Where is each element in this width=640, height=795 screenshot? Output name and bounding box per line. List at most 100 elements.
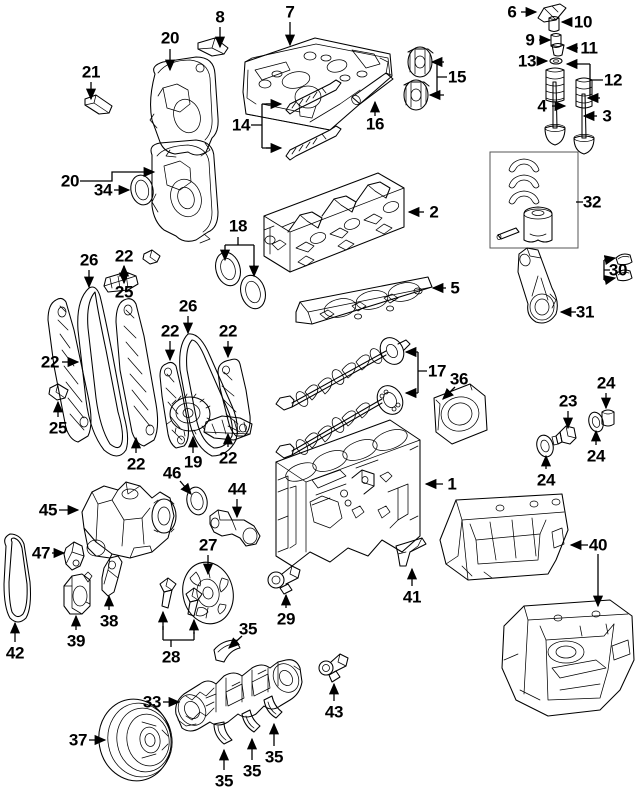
callout-2[interactable]: 2 <box>429 202 439 222</box>
callout-38[interactable]: 38 <box>99 611 119 631</box>
callout-6[interactable]: 6 <box>507 2 517 22</box>
part-serpentine-drive-belt <box>3 533 32 623</box>
leader-lines <box>9 6 617 770</box>
part-crankshaft-pulley <box>98 698 173 782</box>
callout-18[interactable]: 18 <box>228 216 248 236</box>
callout-3[interactable]: 3 <box>602 106 612 126</box>
part-oil-pump-pickup-tube <box>209 509 261 547</box>
callout-10[interactable]: 10 <box>573 12 593 32</box>
callout-46[interactable]: 46 <box>162 463 182 483</box>
part-valve-stem-seal <box>549 57 563 65</box>
callout-11[interactable]: 11 <box>580 38 598 58</box>
callout-13[interactable]: 13 <box>517 51 537 71</box>
callout-29[interactable]: 29 <box>276 609 296 629</box>
callout-47[interactable]: 47 <box>31 543 51 563</box>
part-valve-keeper <box>551 42 565 57</box>
callout-16[interactable]: 16 <box>365 114 385 134</box>
callout-30[interactable]: 30 <box>608 260 628 280</box>
callout-36[interactable]: 36 <box>449 369 469 389</box>
callout-20-lower[interactable]: 20 <box>60 171 80 191</box>
part-rear-main-seal-housing <box>433 383 488 445</box>
callout-23[interactable]: 23 <box>558 391 578 411</box>
callout-24-c[interactable]: 24 <box>596 373 616 393</box>
callout-9[interactable]: 9 <box>525 30 535 50</box>
callout-5[interactable]: 5 <box>450 278 460 298</box>
part-knock-sensor <box>267 565 301 595</box>
callout-19[interactable]: 19 <box>183 452 203 472</box>
part-chain-guide-bolt-top <box>142 249 161 265</box>
callout-40[interactable]: 40 <box>588 535 608 555</box>
callout-41[interactable]: 41 <box>402 587 422 607</box>
part-connecting-rod-bearing-lower <box>615 269 633 282</box>
part-connecting-rod <box>517 247 558 324</box>
callout-26-a[interactable]: 26 <box>79 250 99 270</box>
callout-21[interactable]: 21 <box>81 62 101 82</box>
callout-15[interactable]: 15 <box>447 67 467 87</box>
callout-34[interactable]: 34 <box>93 180 113 200</box>
part-cylinder-head <box>263 172 405 273</box>
callout-4[interactable]: 4 <box>537 96 547 116</box>
part-oil-pan-scraper <box>395 537 427 567</box>
callout-8[interactable]: 8 <box>215 7 225 27</box>
part-chain-guide-small-right <box>217 358 251 437</box>
callout-24-b[interactable]: 24 <box>586 446 606 466</box>
callout-42[interactable]: 42 <box>5 643 25 663</box>
callout-31[interactable]: 31 <box>575 302 595 322</box>
part-camshaft-lower <box>275 385 404 459</box>
callout-45[interactable]: 45 <box>38 500 58 520</box>
callout-35-d[interactable]: 35 <box>264 747 284 767</box>
callout-25-b[interactable]: 25 <box>48 418 68 438</box>
callout-22-b[interactable]: 22 <box>114 246 134 266</box>
part-oil-pressure-switch <box>551 425 577 446</box>
callout-44[interactable]: 44 <box>227 479 247 499</box>
callout-35-b[interactable]: 35 <box>214 771 234 791</box>
callout-37[interactable]: 37 <box>68 730 88 750</box>
part-oil-control-valve-lower <box>403 79 430 111</box>
callout-22-a[interactable]: 22 <box>40 352 60 372</box>
part-camshaft-upper <box>275 337 411 411</box>
callout-35-c[interactable]: 35 <box>242 761 262 781</box>
part-oil-pump-bracket <box>63 541 85 571</box>
callout-28[interactable]: 28 <box>161 647 181 667</box>
callout-1[interactable]: 1 <box>447 474 457 494</box>
part-camshaft-seal-a <box>215 251 241 287</box>
part-crankshaft <box>175 659 303 732</box>
callout-22-d[interactable]: 22 <box>218 321 238 341</box>
callout-20[interactable]: 20 <box>160 28 180 48</box>
part-crank-seal-c <box>601 409 615 427</box>
part-crankshaft-pulley-damper <box>182 561 234 625</box>
callout-22-c[interactable]: 22 <box>160 321 180 341</box>
callout-24-a[interactable]: 24 <box>536 470 556 490</box>
part-exhaust-valve <box>573 93 595 155</box>
callout-27[interactable]: 27 <box>198 535 218 555</box>
callout-25-a[interactable]: 25 <box>114 282 134 302</box>
part-crank-seal-b <box>588 411 604 433</box>
callout-22-e[interactable]: 22 <box>126 454 146 474</box>
callout-7[interactable]: 7 <box>285 2 295 22</box>
callout-32[interactable]: 32 <box>582 192 602 212</box>
part-oil-cooler-pipe <box>101 555 123 597</box>
callout-12[interactable]: 12 <box>603 70 623 90</box>
callout-14[interactable]: 14 <box>231 115 251 135</box>
part-oil-pan-upper <box>439 493 569 581</box>
part-connecting-rod-bearing-upper <box>615 253 633 266</box>
part-timing-cover-upper <box>149 56 219 158</box>
part-spark-plug-tube <box>351 72 394 106</box>
part-pulley-bolt-left <box>159 577 177 609</box>
callout-17[interactable]: 17 <box>427 361 447 381</box>
callout-22-f[interactable]: 22 <box>218 448 238 468</box>
part-cylinder-block <box>275 419 421 567</box>
callout-26-b[interactable]: 26 <box>178 296 198 316</box>
part-camshaft-seal-b <box>240 274 266 310</box>
part-camshaft-position-sensor <box>197 37 229 57</box>
part-main-bearing-a <box>213 639 241 663</box>
part-pulley-bolt-right <box>185 587 203 617</box>
part-piston-and-rings-kit <box>489 151 579 249</box>
callout-39[interactable]: 39 <box>66 631 86 651</box>
callout-43[interactable]: 43 <box>324 702 344 722</box>
part-rocker-arm <box>537 3 567 23</box>
callout-33[interactable]: 33 <box>142 692 162 712</box>
part-cylinder-head-gasket <box>295 276 433 325</box>
callout-35-a[interactable]: 35 <box>238 619 258 639</box>
